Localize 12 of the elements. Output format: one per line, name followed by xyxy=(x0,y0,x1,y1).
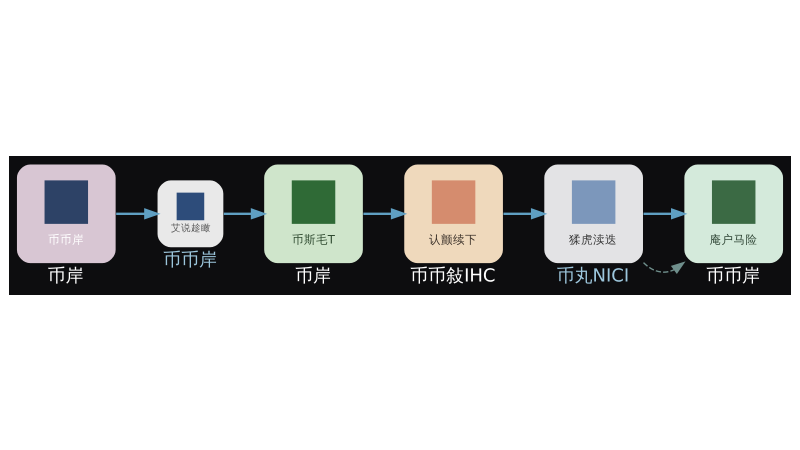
node-label: 币币敍IHC xyxy=(410,264,496,286)
arrow xyxy=(643,260,686,274)
arrow xyxy=(363,208,408,220)
node-label: 币币岸 xyxy=(706,264,760,286)
arrow xyxy=(116,208,161,220)
node-label: 币币岸 xyxy=(162,248,217,270)
arrow xyxy=(224,208,268,220)
arrow xyxy=(644,208,688,220)
arrow xyxy=(503,208,548,220)
node-label: 币岸 xyxy=(48,264,84,286)
node-label: 币丸NICI xyxy=(556,264,630,286)
node-label: 币岸 xyxy=(294,264,331,286)
